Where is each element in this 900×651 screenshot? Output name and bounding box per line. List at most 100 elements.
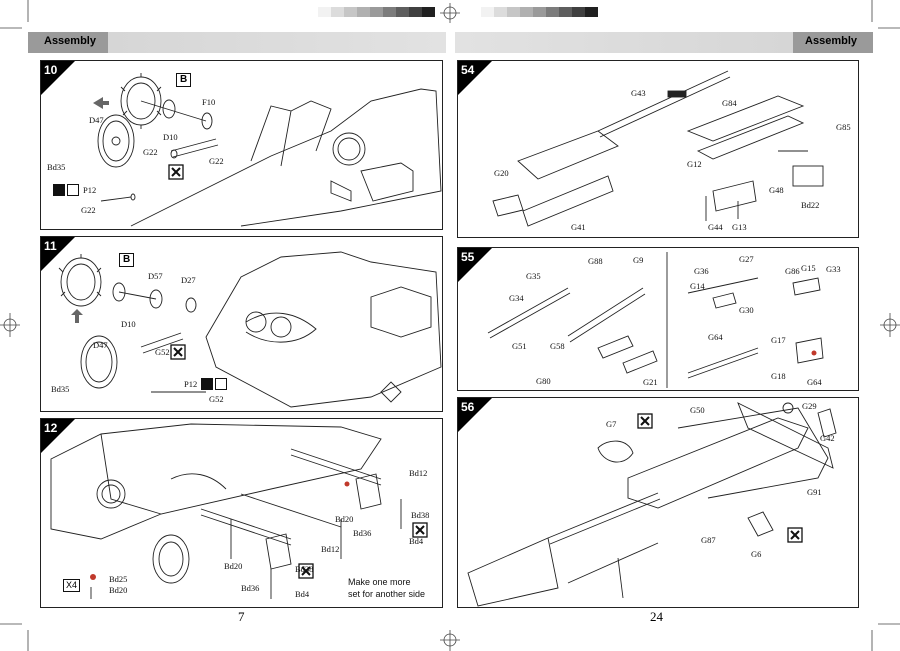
note-line: Make one more (348, 577, 411, 587)
part-label: G44 (708, 222, 723, 232)
part-label: G15 (801, 263, 816, 273)
part-label: P12 (83, 185, 97, 195)
part-label: F10 (202, 97, 216, 107)
part-label: Bd22 (801, 200, 820, 210)
part-label: G48 (769, 185, 784, 195)
step-badge (458, 61, 492, 95)
part-label: G91 (807, 487, 822, 497)
page-number-left: 7 (238, 609, 245, 624)
step-56-panel: 56 G7 G50 G29 G42 G91 G87 G6 (457, 397, 859, 608)
part-label: G88 (588, 256, 603, 266)
part-label: Bd20 (224, 561, 243, 571)
part-label: Bd36 (241, 583, 260, 593)
part-label: D27 (181, 275, 196, 285)
part-label: Bd4 (409, 536, 424, 546)
step-number: 11 (44, 239, 57, 253)
part-label: G34 (509, 293, 524, 303)
part-label: Bd25 (109, 574, 128, 584)
step-10-panel: 10 (40, 60, 443, 230)
step-54-illustration (492, 70, 824, 227)
step-54-panel: 54 G43 G84 G85 G20 G12 G48 Bd22 G41 G44 … (457, 60, 859, 238)
step-number: 56 (461, 400, 475, 414)
part-label: G36 (694, 266, 709, 276)
part-label: G13 (732, 222, 747, 232)
part-label: D47 (93, 340, 108, 350)
subassembly-label: B (176, 73, 192, 87)
section-title: Assembly (44, 35, 96, 47)
color-calibration-bar-left (318, 7, 435, 17)
part-label: G51 (512, 341, 527, 351)
part-label: Bd20 (109, 585, 128, 595)
step-55-illustration (487, 252, 824, 388)
part-label: G84 (722, 98, 737, 108)
glue-icon (53, 184, 65, 196)
color-calibration-bar-right (481, 7, 598, 17)
cement-icon (215, 378, 227, 390)
part-label: G27 (739, 254, 754, 264)
step-number: 54 (461, 63, 475, 77)
part-label: G9 (633, 255, 644, 265)
part-label: G22 (209, 156, 224, 166)
part-label: Bd20 (335, 514, 354, 524)
page-number-right: 24 (650, 609, 663, 624)
part-label: Bd12 (321, 544, 340, 554)
step-11-panel: 11 B D57 D27 D10 D47 Bd35 G52 P1 (40, 236, 443, 412)
part-label: G20 (494, 168, 509, 178)
part-label: G52 (209, 394, 224, 404)
subassembly-label: B (119, 253, 135, 267)
step-badge (41, 237, 75, 271)
step-56-illustration (467, 402, 837, 607)
assembly-note: Make one more set for another side (348, 576, 425, 600)
part-label: G6 (751, 549, 762, 559)
part-label: Bd38 (411, 510, 430, 520)
step-10-illustration (93, 73, 442, 227)
step-badge (458, 248, 492, 282)
part-label: G42 (820, 433, 835, 443)
header-band-left: Assembly (28, 32, 446, 53)
step-badge (41, 61, 75, 95)
part-label: D10 (121, 319, 136, 329)
part-label: G22 (81, 205, 96, 215)
step-badge (41, 419, 75, 453)
note-line: set for another side (348, 589, 426, 599)
part-label: G52 (155, 347, 170, 357)
part-label: G29 (802, 401, 817, 411)
step-number: 55 (461, 250, 475, 264)
part-label: G43 (631, 88, 646, 98)
part-label: Bd35 (47, 162, 66, 172)
header-band-right: Assembly (455, 32, 873, 53)
part-label: G7 (606, 419, 617, 429)
cement-icon (67, 184, 79, 196)
multiplier-badge: X4 (63, 579, 81, 592)
part-label: P12 (184, 379, 198, 389)
part-label: G12 (687, 159, 702, 169)
part-label: Bd35 (51, 384, 70, 394)
part-label: G50 (690, 405, 705, 415)
part-label: Bd4 (295, 589, 310, 599)
part-label: G87 (701, 535, 716, 545)
part-label: G17 (771, 335, 786, 345)
part-label: G30 (739, 305, 754, 315)
part-label: Bd36 (353, 528, 372, 538)
step-55-panel: 55 G35 G88 G9 G34 G51 G58 G80 G21 G36 G2… (457, 247, 859, 391)
step-badge (458, 398, 492, 432)
part-label: G85 (836, 122, 851, 132)
part-label: Bd12 (409, 468, 428, 478)
part-label: G33 (826, 264, 841, 274)
part-label: G41 (571, 222, 586, 232)
part-label: G64 (708, 332, 723, 342)
part-label: Bd38 (295, 564, 314, 574)
part-label: G22 (143, 147, 158, 157)
section-title: Assembly (805, 35, 857, 47)
step-number: 12 (44, 421, 58, 435)
part-label: G14 (690, 281, 705, 291)
step-number: 10 (44, 63, 58, 77)
part-label: G21 (643, 377, 658, 387)
glue-icon (201, 378, 213, 390)
part-label: G80 (536, 376, 551, 386)
part-label: D10 (163, 132, 178, 142)
step-12-illustration (50, 423, 428, 599)
part-label: G86 (785, 266, 800, 276)
part-label: G58 (550, 341, 565, 351)
